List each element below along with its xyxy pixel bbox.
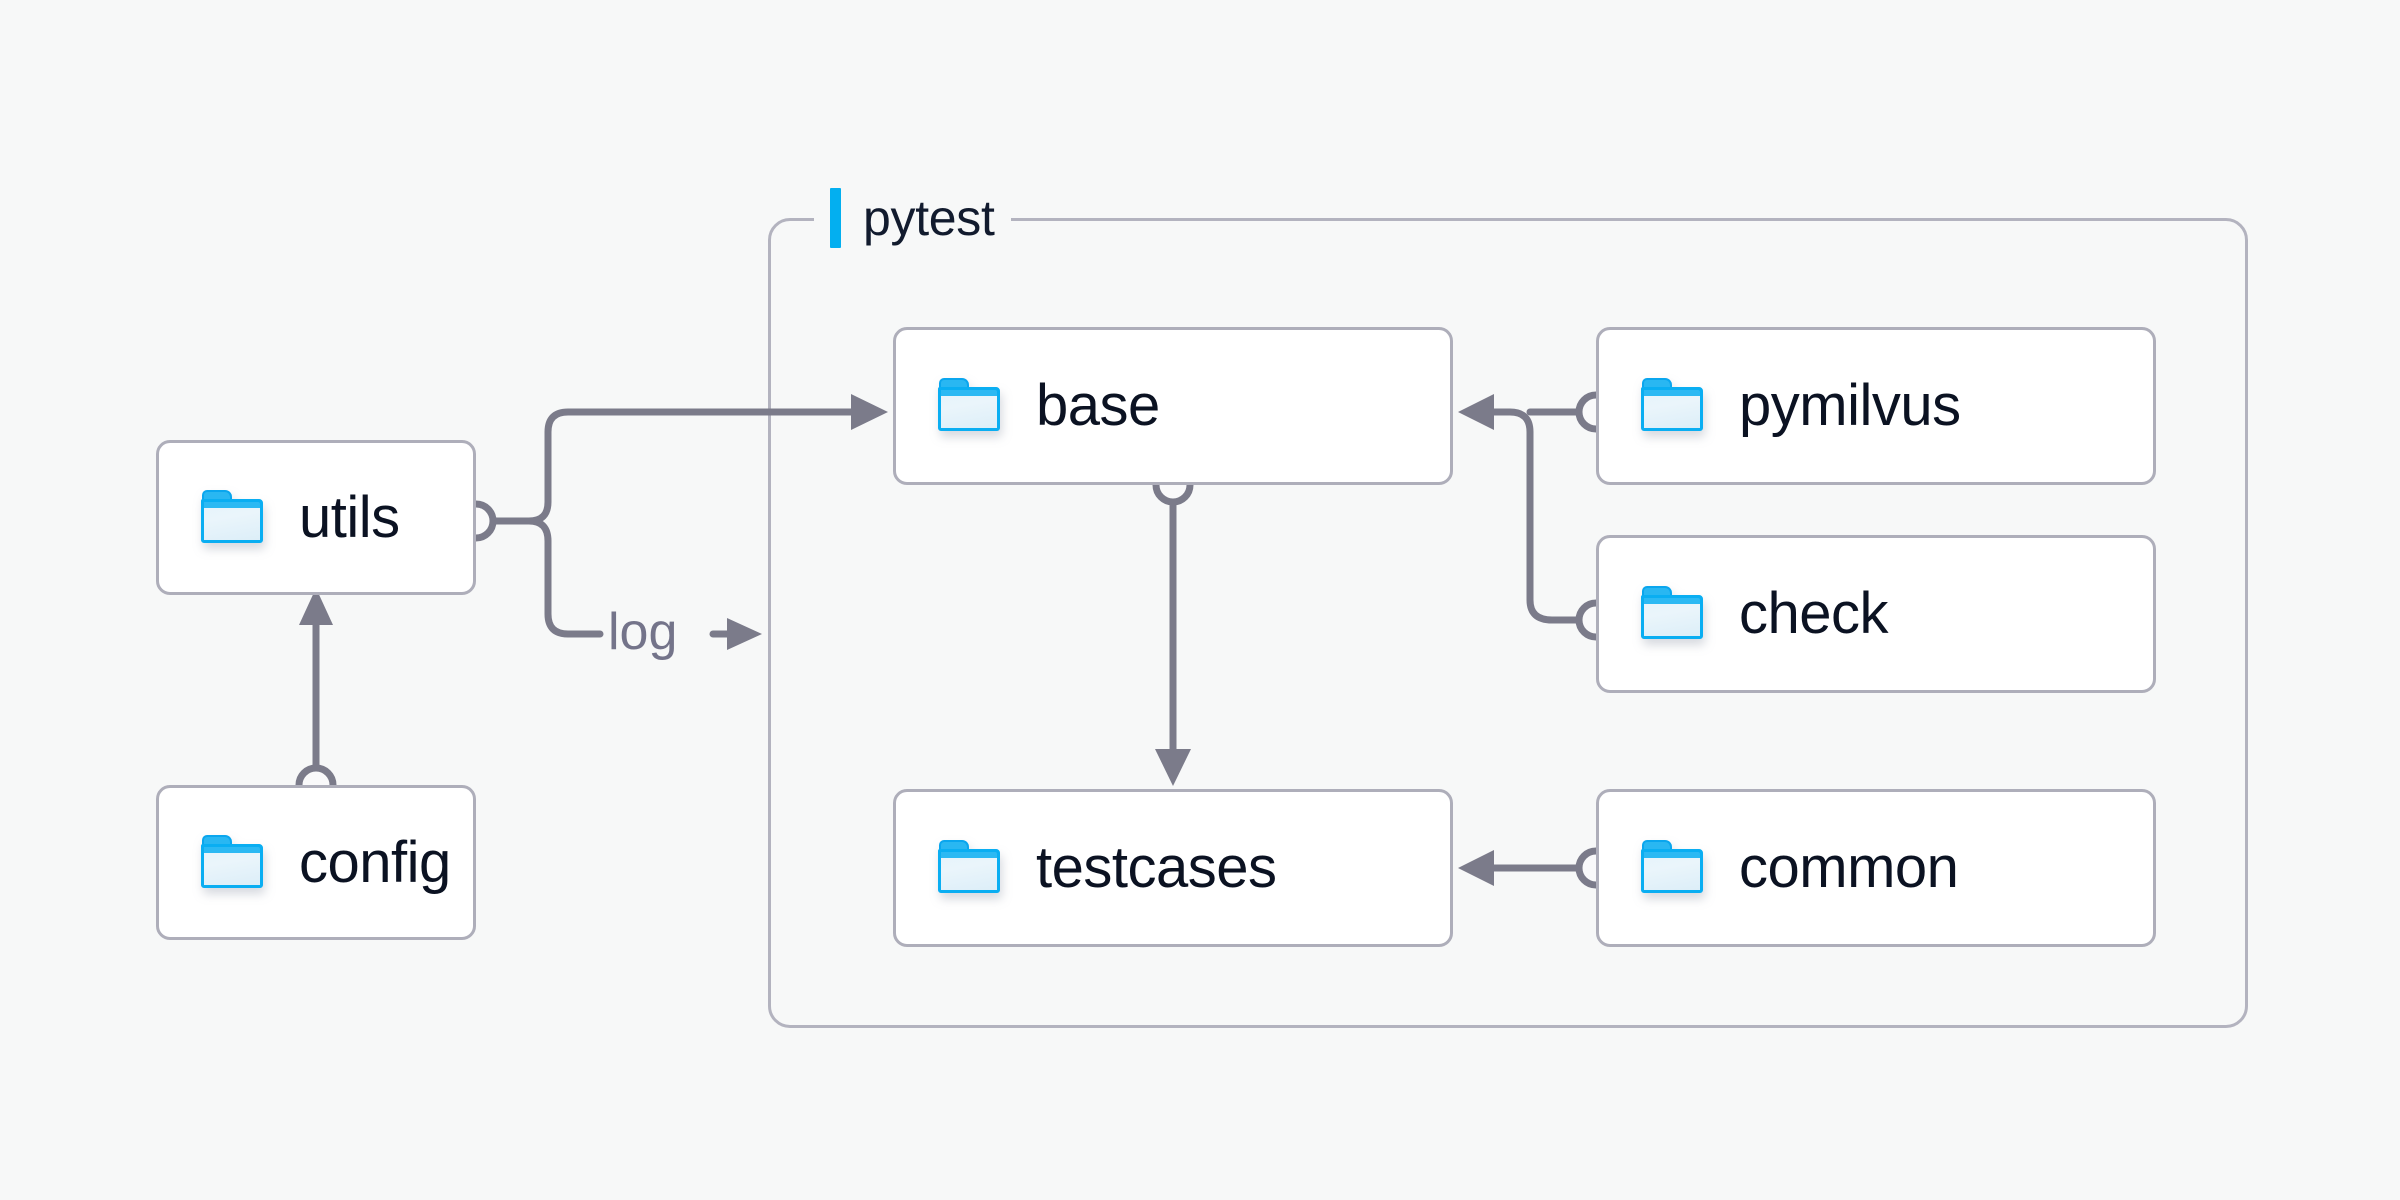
folder-icon (1641, 586, 1705, 642)
node-common[interactable]: common (1596, 789, 2156, 947)
node-label-check: check (1739, 581, 1889, 646)
folder-icon (938, 378, 1002, 434)
edge-label-log: log (608, 603, 678, 661)
node-label-testcases: testcases (1036, 835, 1277, 900)
node-testcases[interactable]: testcases (893, 789, 1453, 947)
group-container-pytest[interactable] (768, 218, 2248, 1028)
folder-icon (201, 489, 265, 546)
node-pymilvus[interactable]: pymilvus (1596, 327, 2156, 485)
node-label-base: base (1036, 373, 1160, 438)
folder-icon (938, 840, 1002, 896)
folder-icon (1641, 378, 1705, 434)
node-base[interactable]: base (893, 327, 1453, 485)
edge-config-to-utils (295, 588, 337, 806)
node-check[interactable]: check (1596, 535, 2156, 693)
node-utils[interactable]: utils (156, 440, 476, 595)
node-label-common: common (1739, 835, 1959, 900)
group-label-pytest: pytest (814, 182, 1011, 254)
node-label-utils: utils (299, 484, 400, 550)
edge-log-to-group-arrowhead (727, 618, 762, 650)
node-config[interactable]: config (156, 785, 476, 940)
group-accent-bar-icon (830, 188, 841, 248)
folder-icon (1641, 840, 1705, 896)
node-label-config: config (299, 829, 451, 895)
edge-utils-to-log-path (489, 517, 604, 638)
node-label-pymilvus: pymilvus (1739, 373, 1961, 438)
folder-icon (201, 834, 265, 891)
group-label-text: pytest (863, 190, 995, 246)
